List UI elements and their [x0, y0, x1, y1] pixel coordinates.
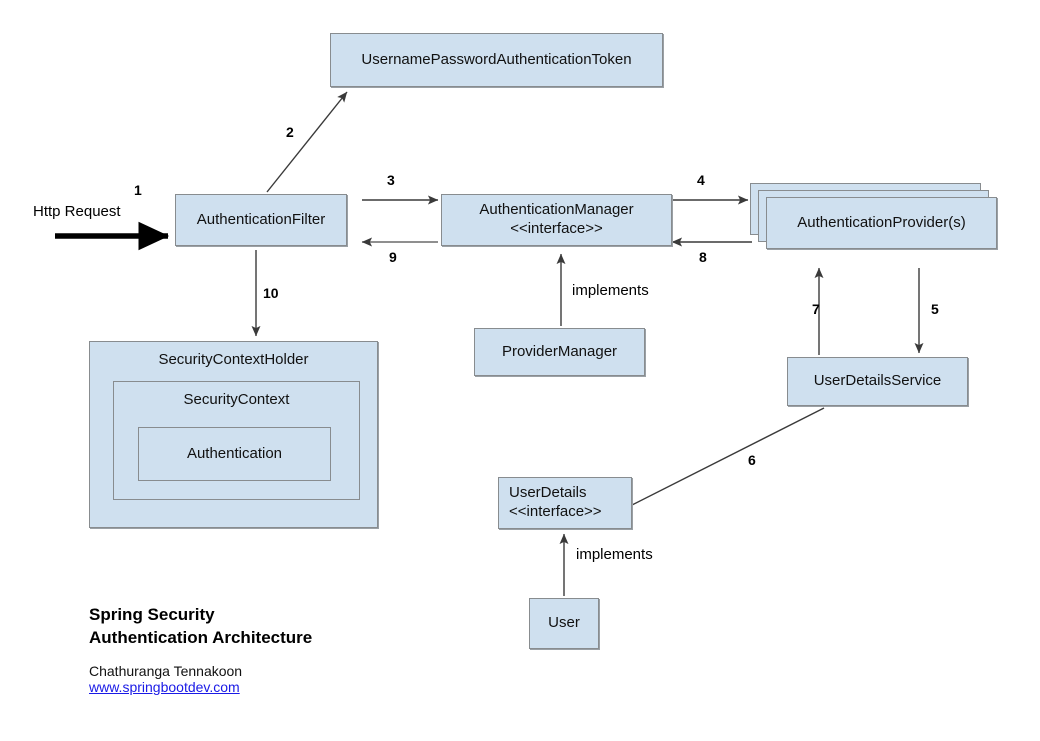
edge-6: [631, 407, 825, 506]
node-authentication-filter[interactable]: AuthenticationFilter: [175, 194, 347, 246]
caption-title-line2: Authentication Architecture: [89, 627, 313, 647]
node-provider-manager[interactable]: ProviderManager: [474, 328, 645, 376]
node-user[interactable]: User: [529, 598, 599, 649]
node-label-line1: AuthenticationManager: [479, 201, 634, 219]
node-user-details-service[interactable]: UserDetailsService: [787, 357, 968, 406]
node-label-line2: <<interface>>: [510, 220, 603, 237]
node-label: SecurityContext: [183, 391, 290, 408]
node-label: SecurityContextHolder: [158, 351, 309, 368]
caption-title-line1: Spring Security: [89, 605, 215, 624]
edge-2: [266, 91, 348, 193]
edge-label-1: 1: [134, 182, 142, 198]
edge-label-9: 9: [389, 249, 397, 265]
node-label: AuthenticationFilter: [196, 210, 326, 228]
edge-label-7: 7: [812, 301, 820, 317]
edge-label-6: 6: [748, 452, 756, 468]
edge-label-3: 3: [387, 172, 395, 188]
edge-label-5: 5: [931, 301, 939, 317]
caption-website-link[interactable]: www.springbootdev.com: [89, 678, 240, 695]
node-user-details[interactable]: UserDetails <<interface>>: [498, 477, 632, 529]
edge-label-implements-provider-manager: implements: [572, 282, 649, 299]
node-authentication[interactable]: Authentication: [138, 427, 331, 481]
node-label: AuthenticationProvider(s): [797, 213, 966, 231]
node-label-line1: UserDetails: [509, 484, 587, 502]
node-username-password-authentication-token[interactable]: UsernamePasswordAuthenticationToken: [330, 33, 663, 87]
node-label: UserDetailsService: [813, 372, 942, 390]
node-label: Authentication: [186, 444, 283, 462]
edge-label-2: 2: [286, 124, 294, 140]
node-authentication-manager[interactable]: AuthenticationManager <<interface>>: [441, 194, 672, 246]
edge-label-implements-user: implements: [576, 546, 653, 563]
node-label: ProviderManager: [501, 342, 618, 360]
caption-author: Chathuranga Tennakoon: [89, 662, 243, 679]
node-authentication-provider[interactable]: AuthenticationProvider(s): [766, 197, 997, 249]
edge-label-4: 4: [697, 172, 705, 188]
edge-label-10: 10: [263, 285, 279, 301]
node-label-line2: <<interface>>: [509, 503, 602, 520]
node-label: UsernamePasswordAuthenticationToken: [361, 50, 632, 68]
caption-block: Spring Security Authentication Architect…: [89, 604, 312, 695]
edge-text-http-request: Http Request: [33, 203, 121, 220]
node-label: User: [548, 614, 580, 632]
edge-label-8: 8: [699, 249, 707, 265]
